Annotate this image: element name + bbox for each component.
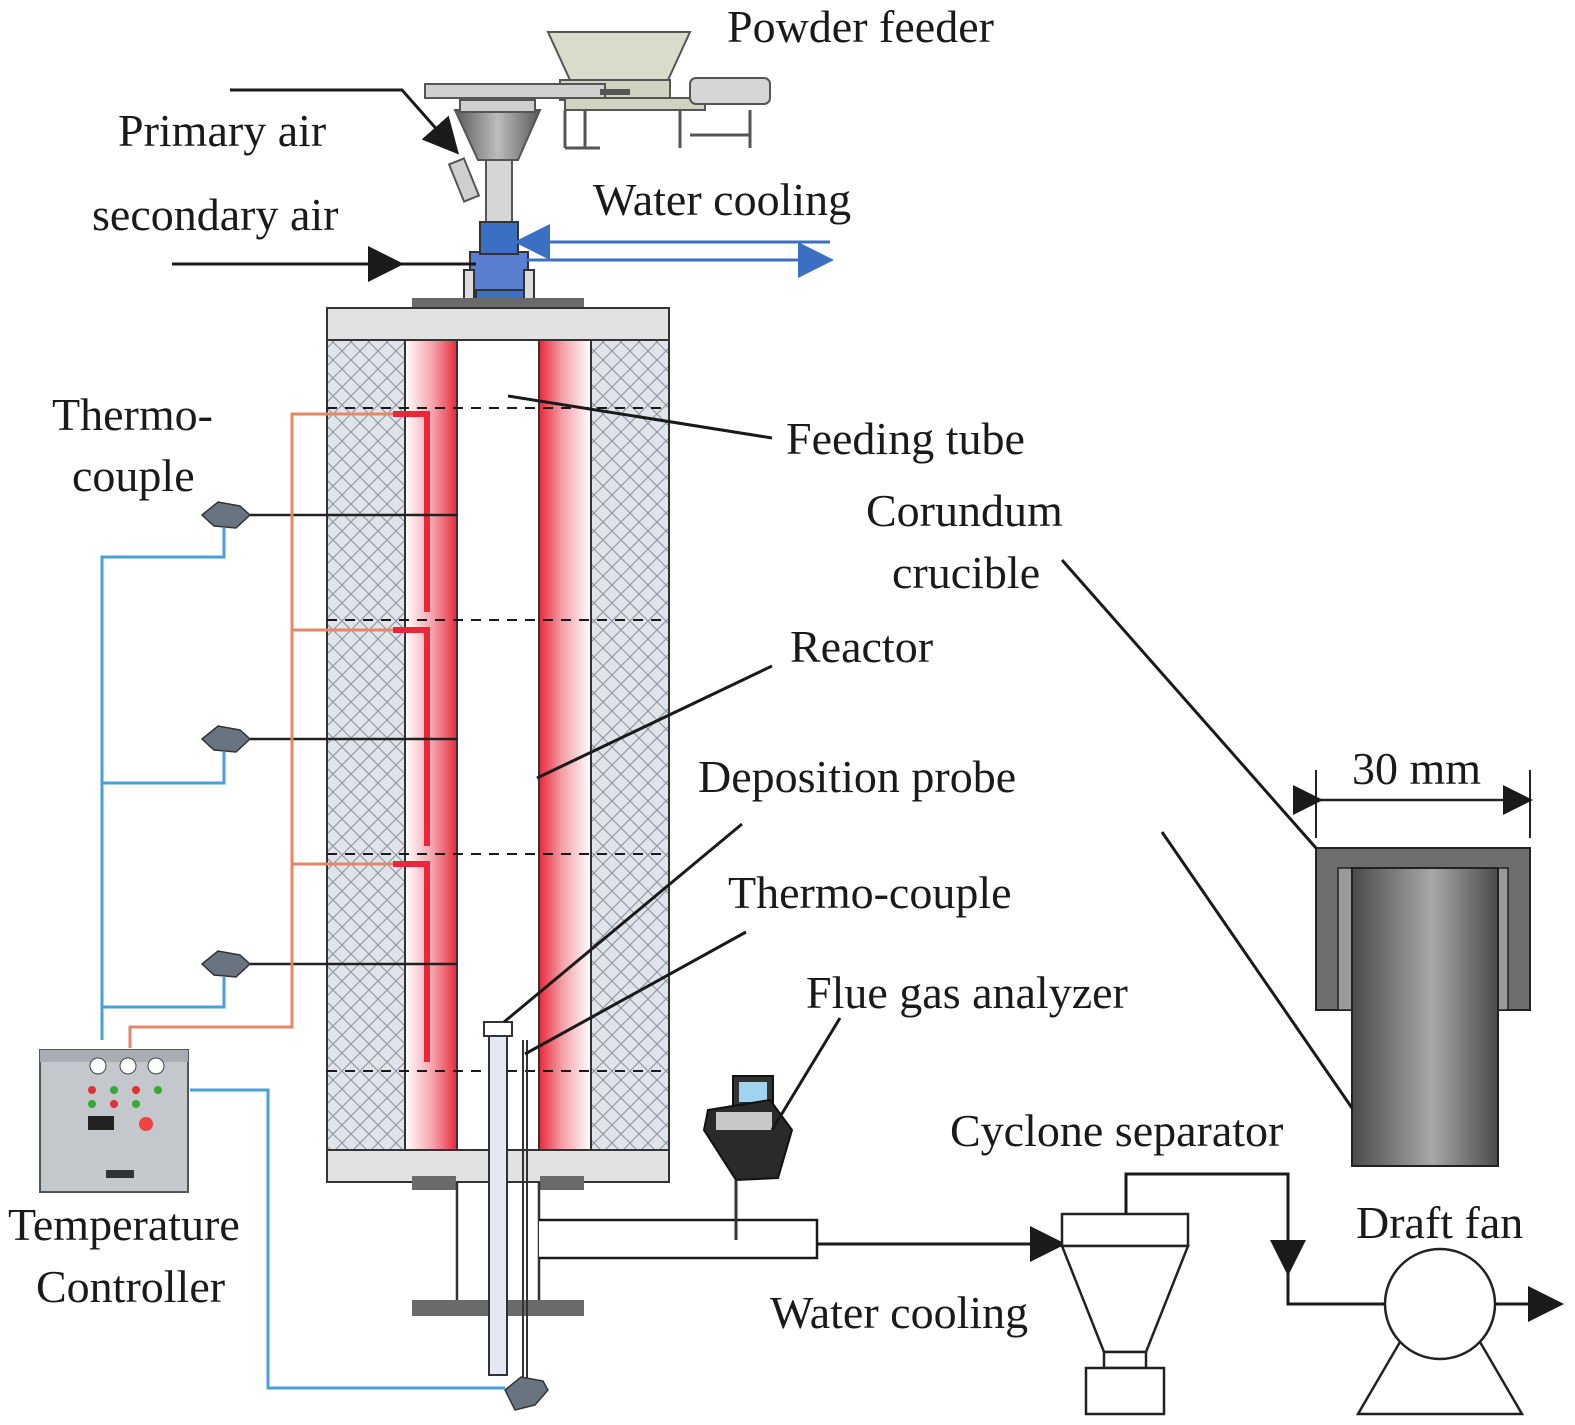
deposition-probe	[488, 1024, 508, 1376]
heater-left	[404, 339, 458, 1151]
analyzer-leader	[770, 1017, 842, 1131]
label-temperature-1: Temperature	[8, 1199, 240, 1250]
reactor-leader	[536, 664, 773, 780]
insulation-left	[326, 339, 406, 1151]
feed-funnel	[447, 99, 542, 223]
draft-fan-icon	[1355, 1247, 1564, 1416]
thermocouple-head-icon	[504, 1376, 549, 1411]
label-draft-fan: Draft fan	[1356, 1197, 1523, 1248]
cyclone-separator	[1060, 1172, 1440, 1416]
label-deposition-probe: Deposition probe	[698, 751, 1016, 802]
label-thermocouple-probe: Thermo-couple	[728, 867, 1012, 918]
corundum-crucible	[1293, 770, 1533, 1167]
label-water-cooling-bottom: Water cooling	[770, 1287, 1028, 1338]
heater-right	[538, 339, 592, 1151]
label-reactor: Reactor	[790, 621, 933, 672]
label-flue-gas-analyzer: Flue gas analyzer	[806, 967, 1128, 1018]
label-powder-feeder: Powder feeder	[727, 1, 994, 52]
furnace-body	[250, 298, 670, 1190]
reactor-tube	[456, 339, 540, 1151]
label-thermocouple-left-2: couple	[72, 450, 195, 501]
crucible-leader-lower	[1160, 831, 1354, 1109]
deposition-probe-leader	[503, 822, 743, 1024]
feeding-tube-leader	[507, 394, 773, 440]
label-primary-air: Primary air	[118, 105, 326, 156]
crucible-leader	[1060, 559, 1318, 849]
furnace-bottom-section	[412, 1021, 584, 1378]
thermocouple-probe-leader	[524, 930, 747, 1056]
thermocouple-head-icon	[200, 501, 252, 529]
label-feeding-tube: Feeding tube	[786, 413, 1025, 464]
label-temperature-2: Controller	[36, 1261, 225, 1312]
exhaust-pipe	[539, 1218, 1066, 1262]
label-secondary-air: secondary air	[92, 189, 339, 240]
temperature-controller-icon	[39, 1049, 189, 1193]
label-corundum-1: Corundum	[866, 485, 1063, 536]
primary-air-arrow	[230, 88, 459, 155]
label-water-cooling-top: Water cooling	[593, 174, 851, 225]
label-cyclone-separator: Cyclone separator	[950, 1105, 1283, 1156]
powder-feeder	[424, 31, 771, 150]
thermocouple-head-icon	[200, 950, 252, 978]
thermocouple-head-icon	[200, 725, 252, 753]
label-thermocouple-left-1: Thermo-	[52, 389, 213, 440]
label-corundum-2: crucible	[892, 547, 1040, 598]
control-wiring	[100, 412, 505, 1390]
insulation-right	[590, 339, 670, 1151]
flue-gas-analyzer-icon	[702, 1075, 794, 1240]
water-cooling-arrows	[514, 224, 834, 278]
label-crucible-dimension: 30 mm	[1352, 743, 1481, 794]
